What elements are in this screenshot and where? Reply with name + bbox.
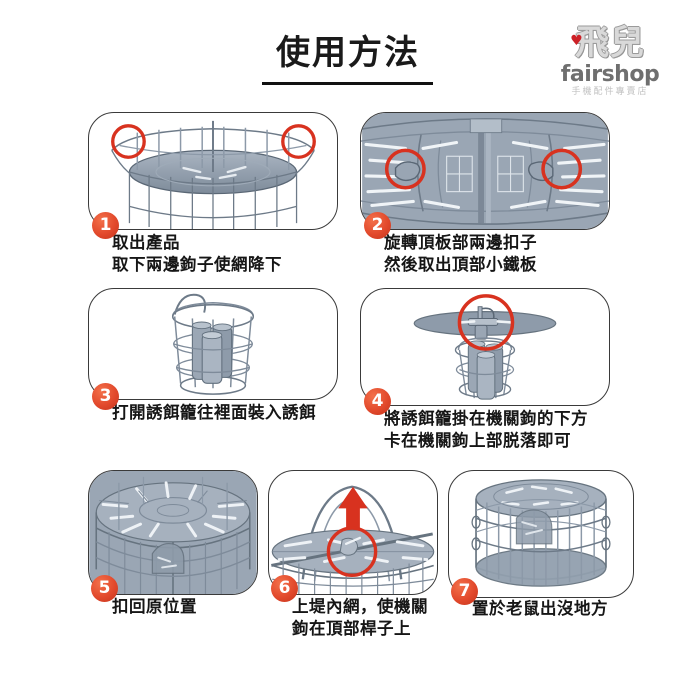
step-7-badge: 7 <box>451 578 478 605</box>
brand-logo: 飛兒 ♥ fairshop 手機配件專賣店 <box>546 22 674 100</box>
title-underline <box>262 82 433 85</box>
step-7-caption: 置於老鼠出沒地方 <box>472 599 608 618</box>
step-1: 1 取出產品 取下兩邊鉤子使網降下 <box>88 112 343 277</box>
step-5-illustration <box>88 470 258 595</box>
step-6-badge: 6 <box>271 575 298 602</box>
step-5: 5 扣回原位置 <box>88 470 263 630</box>
step-1-illustration <box>88 112 338 230</box>
logo-glyph: 飛兒 <box>575 23 645 63</box>
step-7: 7 置於老鼠出沒地方 <box>448 470 638 630</box>
step-5-caption: 扣回原位置 <box>112 597 197 616</box>
heart-icon: ♥ <box>570 33 583 49</box>
step-3-illustration <box>88 288 338 400</box>
step-6-illustration <box>268 470 438 595</box>
step-4: 4 將誘餌籠掛在機關鉤的下方 卡在機關鉤上部脱落即可 <box>360 288 615 453</box>
step-4-caption: 將誘餌籠掛在機關鉤的下方 卡在機關鉤上部脱落即可 <box>384 409 588 450</box>
step-2-illustration <box>360 112 610 230</box>
step-1-caption: 取出產品 取下兩邊鉤子使網降下 <box>112 233 282 274</box>
step-2-badge: 2 <box>364 212 391 239</box>
logo-subtitle: 手機配件專賣店 <box>571 87 649 97</box>
logo-mark-icon: 飛兒 ♥ <box>564 22 656 64</box>
step-5-badge: 5 <box>91 575 118 602</box>
header: 使用方法 飛兒 ♥ fairshop 手機配件專賣店 <box>0 0 692 108</box>
step-3-caption: 打開誘餌籠往裡面裝入誘餌 <box>112 403 316 422</box>
step-3-badge: 3 <box>92 383 119 410</box>
logo-wordmark: fairshop <box>560 62 660 87</box>
step-2-caption: 旋轉頂板部兩邊扣子 然後取出頂部小鐵板 <box>384 233 537 274</box>
step-1-badge: 1 <box>92 212 119 239</box>
page-title: 使用方法 <box>276 33 420 73</box>
step-6-caption: 上堤內網，使機關 鉤在頂部桿子上 <box>292 597 428 638</box>
step-2: 2 旋轉頂板部兩邊扣子 然後取出頂部小鐵板 <box>360 112 615 277</box>
step-6: 6 上堤內網，使機關 鉤在頂部桿子上 <box>268 470 443 645</box>
step-3: 3 打開誘餌籠往裡面裝入誘餌 <box>88 288 343 443</box>
step-4-badge: 4 <box>364 388 391 415</box>
step-7-illustration <box>448 470 634 598</box>
step-4-illustration <box>360 288 610 406</box>
